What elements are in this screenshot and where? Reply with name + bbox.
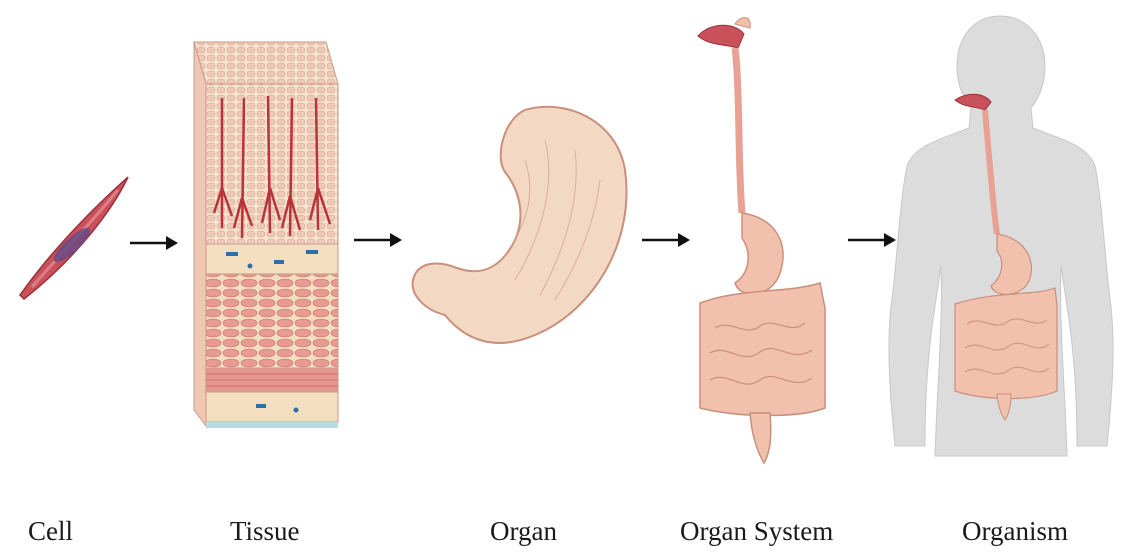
label-tissue: Tissue xyxy=(230,516,300,547)
tissue-illustration xyxy=(186,38,346,430)
label-organism: Organism xyxy=(962,516,1068,547)
organ-illustration xyxy=(405,100,635,370)
label-cell: Cell xyxy=(28,516,73,547)
arrow-cell-to-tissue xyxy=(128,233,180,253)
label-organ-system: Organ System xyxy=(680,516,833,547)
cell-illustration xyxy=(10,165,140,305)
organism-illustration xyxy=(885,6,1117,466)
organ-system-illustration xyxy=(680,8,840,473)
arrow-tissue-to-organ xyxy=(352,230,404,250)
label-organ: Organ xyxy=(490,516,557,547)
